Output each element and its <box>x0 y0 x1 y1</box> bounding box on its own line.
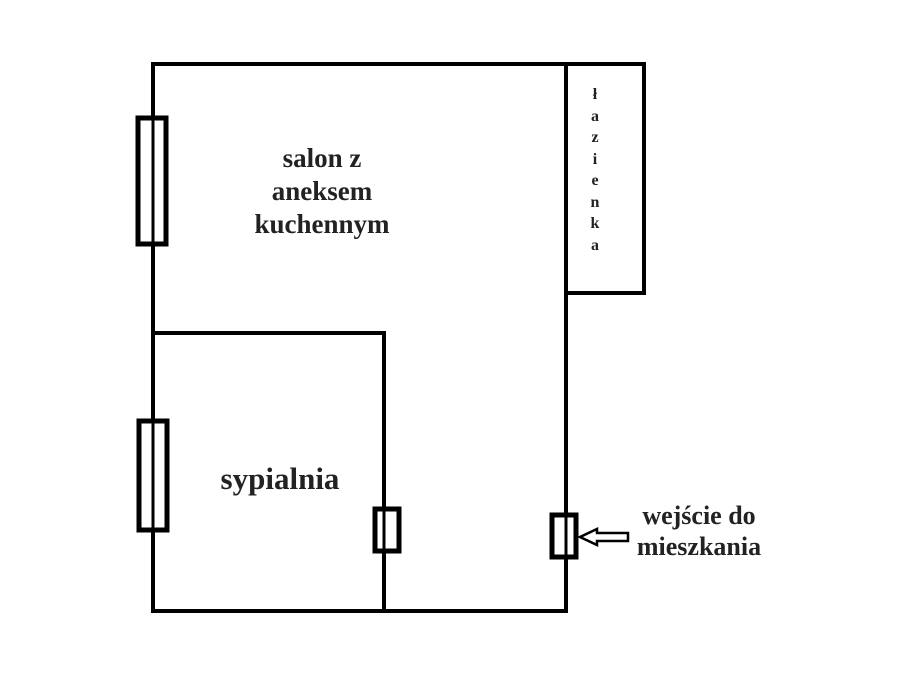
arrow-left-icon <box>577 527 630 547</box>
entrance-label-line: wejście do <box>642 501 756 530</box>
bathroom-label-letter: ł <box>592 86 598 103</box>
bathroom-label-letter: a <box>591 107 599 125</box>
entrance-label: wejście do mieszkania <box>604 500 794 562</box>
bathroom-label: ł a z i e n k a <box>580 84 610 256</box>
bathroom-label-letter: i <box>592 150 598 168</box>
living-room-label: salon z aneksem kuchennym <box>222 142 422 241</box>
door-entrance <box>549 512 579 560</box>
bathroom-label-letter: k <box>590 215 600 232</box>
window-bedroom <box>136 418 170 533</box>
living-room-label-line: aneksem <box>271 176 373 206</box>
bathroom-label-letter: z <box>591 129 599 146</box>
bathroom-label-letter: n <box>590 193 600 211</box>
bedroom-label: sypialnia <box>220 461 340 496</box>
entrance-label-line: mieszkania <box>636 532 762 561</box>
bathroom-label-letter: e <box>591 172 599 189</box>
bathroom-label-letter: a <box>591 236 599 254</box>
door-bedroom <box>372 506 402 554</box>
living-room-label-line: kuchennym <box>254 209 390 239</box>
living-room-label-line: salon z <box>282 143 362 173</box>
window-living-room <box>135 115 169 247</box>
